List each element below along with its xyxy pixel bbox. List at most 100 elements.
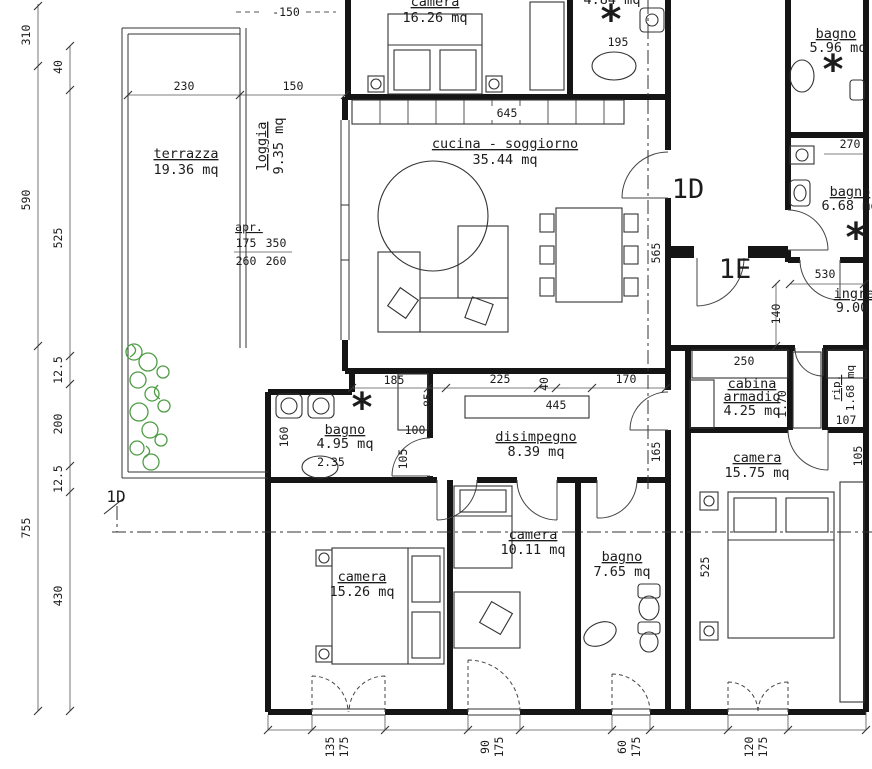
dim-bottom-175c: 175 [629, 737, 643, 758]
dim-85: 85 [421, 393, 435, 407]
radiator [464, 395, 590, 419]
bed-double-top [387, 13, 483, 95]
dim-230: 230 [174, 79, 195, 93]
room-name-camera-1526: camera [338, 569, 387, 585]
room-name-disimpegno: disimpegno [495, 429, 576, 445]
section-label-1d: 1D [106, 487, 125, 506]
dim-apr-260b: 260 [266, 254, 287, 268]
fixtures-bagno-765 [583, 583, 661, 653]
bed-double-1575 [727, 491, 835, 639]
tub-bagno-596 [789, 59, 815, 93]
door-1d [621, 151, 669, 199]
room-area-partial-top: 4.84 mq [584, 0, 641, 8]
asterisk-bagno-668: * [844, 215, 868, 261]
dim-430: 430 [51, 586, 65, 607]
nightstands-1575 [699, 491, 719, 641]
room-area-bagno-765: 7.65 mq [594, 564, 651, 580]
fixture-bagno-596 [849, 79, 865, 101]
dim-185: 185 [384, 373, 405, 387]
dim-165: 165 [649, 442, 663, 463]
wardrobe-cabina-left [689, 379, 715, 429]
nightstands-1526 [315, 549, 333, 663]
rug-circle [377, 160, 489, 272]
dim-apr-260a: 260 [236, 254, 257, 268]
nightstands-top [367, 75, 503, 93]
dim-755: 755 [19, 518, 33, 539]
room-name-cucina: cucina - soggiorno [432, 136, 578, 152]
dim-1-70: 1.70 [775, 390, 789, 418]
dim-530: 530 [815, 267, 836, 281]
room-area-rip: 1.68 mq [844, 365, 857, 411]
door-ingresso [799, 259, 841, 301]
loggia-glazing [340, 120, 350, 340]
dim-310: 310 [19, 25, 33, 46]
shelving-1575 [839, 481, 865, 703]
room-name-cabina: cabina [728, 376, 777, 392]
desk-1011 [453, 591, 521, 649]
dimension-lines [33, 1, 871, 735]
dim-bottom-90: 90 [478, 740, 492, 754]
fixtures-bagno-495 [275, 373, 429, 479]
dim-40-b: 40 [537, 377, 551, 391]
dim-bottom-175b: 175 [492, 737, 506, 758]
dim-225: 225 [490, 372, 511, 386]
bed-single-1011 [453, 485, 513, 569]
dim-2-35: 2.35 [317, 455, 345, 469]
room-area-bagno-495: 4.95 mq [317, 436, 374, 452]
unit-label-1d: 1D [672, 174, 705, 205]
shelf-rip [826, 349, 867, 379]
dim-195: 195 [608, 35, 629, 49]
doors [311, 151, 841, 713]
room-area-camera-top: 16.26 mq [402, 10, 467, 26]
room-area-cucina: 35.44 mq [472, 152, 537, 168]
wardrobe-cabina-top [691, 349, 789, 379]
dim-250: 250 [734, 354, 755, 368]
room-area-disimpegno: 8.39 mq [508, 444, 565, 460]
room-name-camera-top: camera [411, 0, 460, 10]
fixtures-bagno-668 [789, 145, 815, 207]
dim-12-5-a: 12.5 [51, 356, 65, 384]
tub-top-bath [591, 51, 637, 81]
door-camera-1011 [516, 479, 558, 521]
asterisk-bagno-596: * [821, 47, 845, 93]
room-name-armadio: armadio [724, 389, 781, 405]
french-door-765 [611, 673, 651, 713]
door-1e [696, 257, 745, 307]
room-area-loggia: 9.35 mq [271, 118, 287, 175]
section-lines [103, 0, 872, 533]
french-door-1526 [311, 675, 386, 713]
room-area-bagno-596: 5.96 mq [810, 40, 867, 56]
dim-150: 150 [283, 79, 304, 93]
room-name-camera-1011: camera [509, 527, 558, 543]
dim-270: 270 [840, 137, 861, 151]
french-door-1011 [467, 659, 521, 713]
dim-bottom-135: 135 [323, 737, 337, 758]
dim-bottom-175a: 175 [337, 737, 351, 758]
dim-bg-445 [536, 398, 576, 412]
dim-bottom-120: 120 [742, 737, 756, 758]
door-camera-1575 [787, 429, 829, 471]
door-disimpegno [629, 391, 669, 431]
dim-apr-175: 175 [236, 236, 257, 250]
plant [125, 343, 171, 471]
walls [265, 0, 869, 715]
door-bagno-765 [596, 479, 638, 519]
asterisk-top-bath: * [599, 0, 623, 43]
room-name-loggia: loggia [254, 122, 270, 171]
room-name-camera-1575: camera [733, 450, 782, 466]
room-area-terrazza: 19.36 mq [153, 162, 218, 178]
dim-12-5-b: 12.5 [51, 465, 65, 493]
room-name-rip: rip. [830, 375, 843, 402]
dim-100: 100 [405, 423, 426, 437]
text-labels: camera 16.26 mq bagno 5.96 mq 4.84 mq te… [19, 0, 872, 757]
terrace-parapet [121, 27, 268, 479]
room-name-bagno-596: bagno [816, 26, 857, 42]
dining-table [539, 207, 639, 303]
room-area-camera-1526: 15.26 mq [329, 584, 394, 600]
room-name-bagno-495: bagno [325, 422, 366, 438]
dim-160: 160 [277, 427, 291, 448]
door-camera-1526 [436, 479, 478, 521]
room-area-cabina: 4.25 mq [724, 403, 781, 419]
asterisk-bagno-495: * [350, 385, 374, 431]
